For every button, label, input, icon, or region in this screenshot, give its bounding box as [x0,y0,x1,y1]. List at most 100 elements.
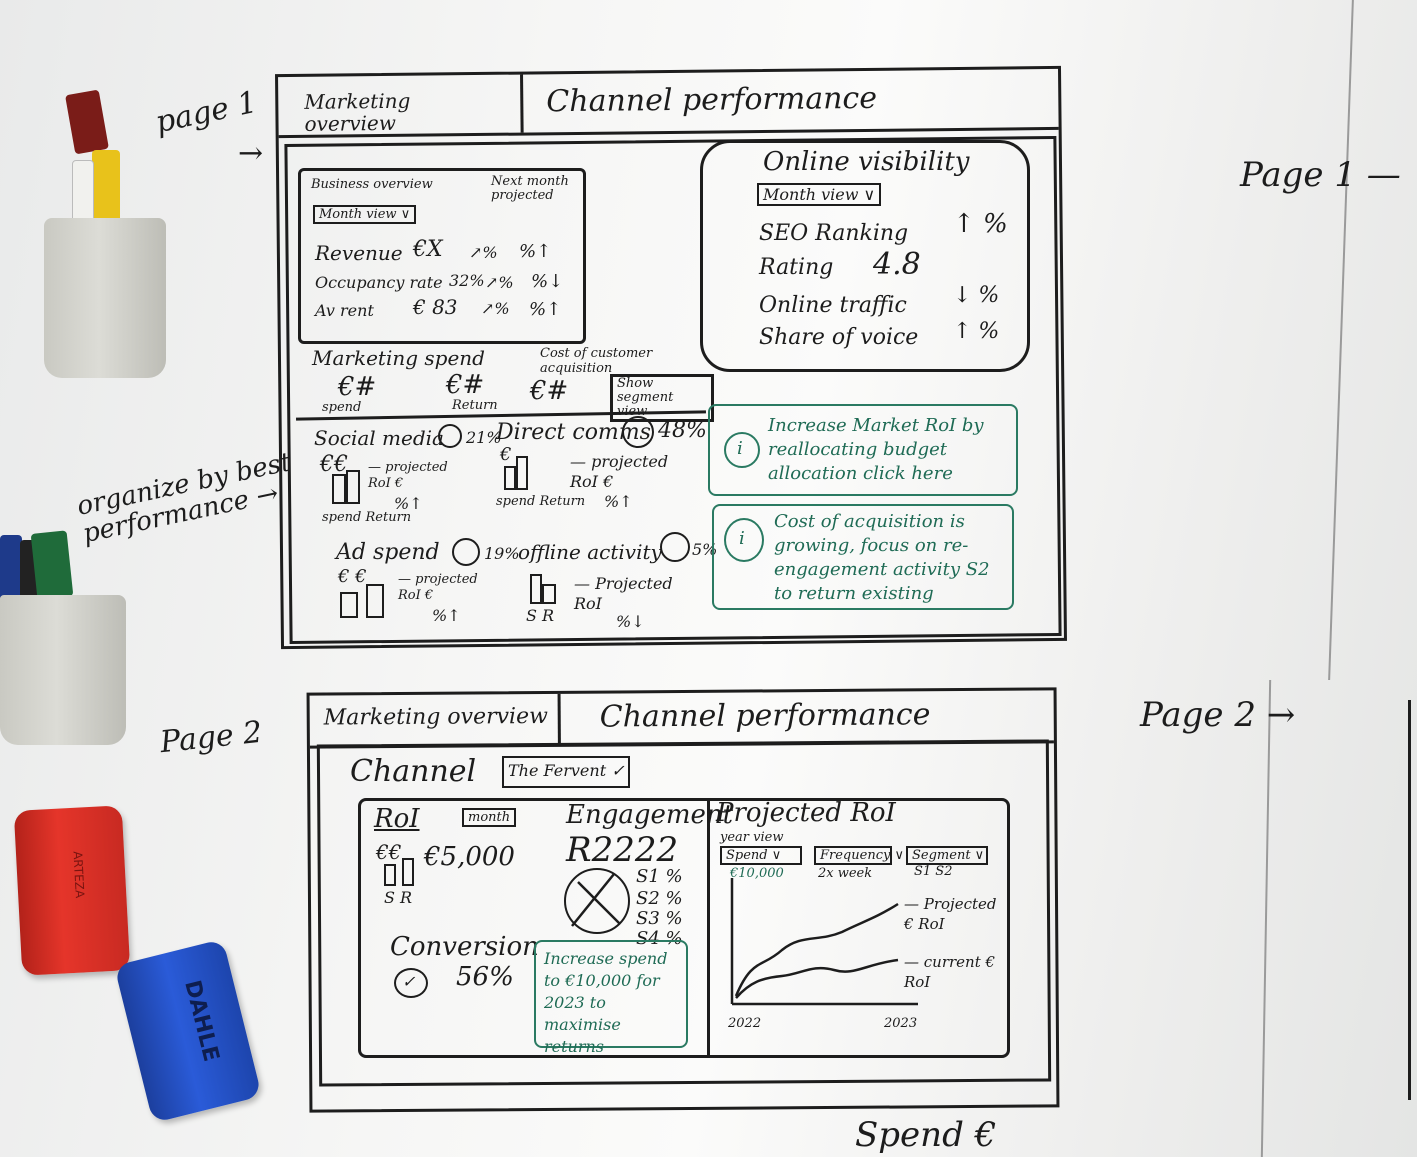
direct-bar-labels: spend Return [496,494,586,509]
info-icon [724,518,764,562]
insight-budget-box[interactable]: i Increase Market RoI by reallocating bu… [708,404,1018,496]
return-value: €# [446,370,485,400]
offline-activity-label: offline activity [518,540,662,564]
info-glyph: i [737,438,743,459]
segment-s2: S2 % [636,888,683,909]
tab-marketing-overview[interactable]: Marketing overview [323,703,548,731]
spend-dropdown[interactable]: Spend ∨ [720,846,802,865]
show-segment-button[interactable]: Show segment view [610,374,714,422]
rating-value: 4.8 [873,247,921,282]
blue-eraser: DAHLE [114,938,262,1124]
av-rent-value: € 83 [413,295,458,319]
frequency-dropdown[interactable]: Frequency ∨ [814,846,904,865]
tab-channel-performance[interactable]: Channel performance [546,80,878,120]
check-icon [660,532,690,562]
ad-spend-label: Ad spend [336,540,440,565]
board-divider [1328,0,1354,680]
seo-ranking-value: ↑ % [953,209,1008,239]
check-glyph: ✓ [402,972,416,991]
occupancy-value: 32% [449,271,485,290]
segment-dropdown-value: S1 S2 [914,864,953,879]
offline-trend: %↓ [616,612,645,631]
insight-budget-text: Increase Market RoI by reallocating budg… [768,415,984,484]
blue-marker [0,535,22,601]
info-icon [724,432,760,468]
online-visibility-panel: Online visibility Month view ∨ SEO Ranki… [700,140,1030,372]
roi-return-bar [402,858,414,886]
projected-roi-chart [730,878,918,1006]
ad-proj: — projected RoI € [398,572,478,603]
organize-label: organize by best performance → [74,447,294,550]
offline-proj: — Projected RoI [574,574,673,613]
return-sub: Return [452,398,498,413]
revenue-proj: ↗% [469,243,498,262]
roi-month-dropdown[interactable]: month [462,808,517,827]
offline-spend-bar [530,574,542,604]
online-visibility-title: Online visibility [763,147,970,177]
legend-projected: — Projected € RoI [904,895,997,933]
social-media-label: Social media [314,426,444,450]
insight-spend-box[interactable]: Increase spend to €10,000 for 2023 to ma… [534,940,688,1056]
social-bar-labels: spend Return [322,510,412,525]
projected-roi-line [734,902,899,997]
marketing-spend-label: Marketing spend [312,346,485,370]
spend-dropdown-value: €10,000 [730,866,784,881]
year-view-label: year view [720,830,784,845]
green-marker [30,530,74,600]
channel-label: Channel [350,754,477,789]
direct-trend: %↑ [604,492,633,511]
engagement-pie [564,868,630,934]
roi-value: €5,000 [424,842,515,872]
share-of-voice-label: Share of voice [759,325,919,350]
next-panel-edge [1408,700,1411,1100]
check-icon [438,424,462,448]
x-label-2023: 2023 [884,1016,918,1031]
revenue-value: €X [413,237,443,262]
red-marker [65,89,109,155]
visibility-month-dropdown[interactable]: Month view ∨ [757,183,882,206]
offline-return-bar [542,584,556,604]
segment-s1: S1 % [636,866,683,887]
insight-acquisition-text: Cost of acquisition is growing, focus on… [774,511,990,604]
occupancy-trend: %↓ [531,271,564,292]
seo-ranking-label: SEO Ranking [759,221,909,246]
white-marker [72,160,94,222]
occupancy-label: Occupancy rate [315,273,443,292]
direct-return-bar [516,456,528,490]
next-month-label: Next month projected [491,174,569,203]
roi-bar-labels: S R [384,888,413,907]
conversion-value: 56% [456,962,514,992]
insight-acquisition-box[interactable]: i Cost of acquisition is growing, focus … [712,504,1014,610]
check-icon [394,968,428,998]
yellow-marker [92,150,120,222]
channel-dropdown[interactable]: The Fervent ✓ [502,756,630,788]
online-traffic-label: Online traffic [759,293,907,318]
share-of-voice-value: ↑ % [953,319,1000,344]
segment-dropdown[interactable]: Segment ∨ [906,846,988,865]
spend-value: €# [338,372,377,402]
roi-spend-bar [384,864,396,886]
projected-roi-title: Projected RoI [716,798,896,828]
pie-divider-lines [571,873,621,927]
board-divider-lower [1260,680,1272,1157]
tab-channel-performance[interactable]: Channel performance [599,697,931,735]
arrow-icon: → [238,136,264,171]
ad-spend-pct: 19% [484,544,520,563]
social-spend-bar [332,474,346,504]
offline-pct: 5% [692,540,718,559]
ad-spend-bar [340,592,358,618]
av-rent-trend: %↑ [529,299,562,320]
page1-right-label: Page 1 — [1240,155,1401,195]
social-trend: %↑ [394,494,423,513]
engagement-value: R2222 [566,830,679,870]
direct-euro-icon: € [500,444,512,465]
ad-trend: %↑ [432,606,461,625]
business-overview-title: Business overview [311,177,433,192]
month-view-dropdown[interactable]: Month view ∨ [313,205,417,224]
red-eraser: ARTEZA [13,805,131,976]
segment-s3: S3 % [636,908,683,929]
page1-left-label: page 1 [152,84,261,141]
tab-marketing-overview[interactable]: Marketing overview [304,88,411,136]
info-glyph: i [739,528,745,549]
insight-spend-text: Increase spend to €10,000 for 2023 to ma… [544,949,668,1056]
